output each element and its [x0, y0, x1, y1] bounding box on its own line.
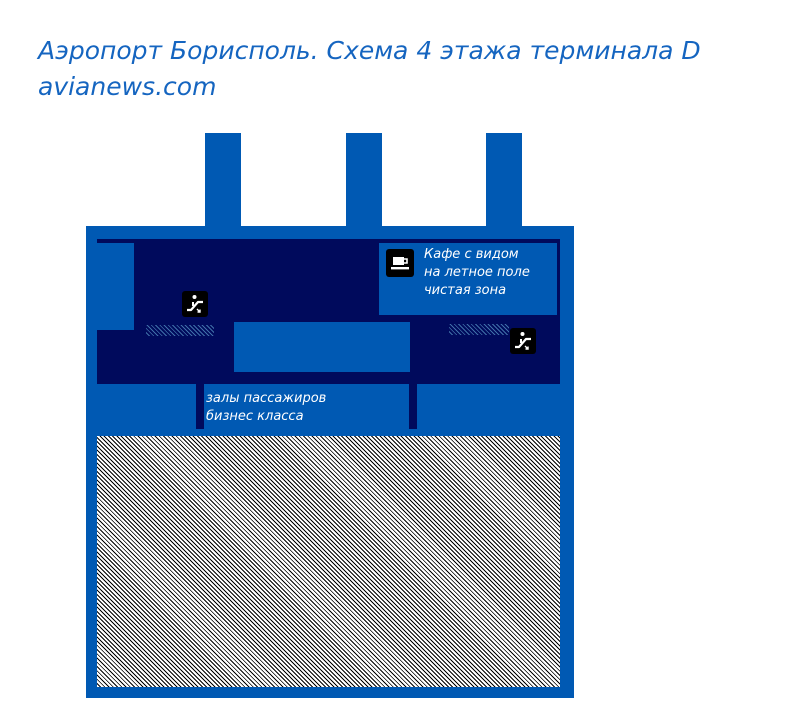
escalator-stripe-right [449, 324, 509, 335]
lounge-label-line-2: бизнес класса [206, 409, 304, 424]
restricted-zone [97, 436, 560, 687]
center-block [234, 322, 410, 372]
gate-center [346, 133, 382, 233]
map-title: Аэропорт Борисполь. Схема 4 этажа термин… [38, 36, 701, 65]
escalator-stripe-left [146, 325, 214, 336]
cafe-label-line-1: Кафе с видом [424, 247, 519, 262]
source-label: avianews.com [38, 72, 217, 101]
lounge-label-line-1: залы пассажиров [206, 391, 327, 406]
escalator-icon [182, 291, 208, 317]
lounge-wall-right [409, 384, 417, 429]
cafe-label-line-3: чистая зона [424, 283, 507, 298]
gate-left [205, 133, 241, 233]
lounge-wall-left [196, 384, 204, 429]
left-block [97, 243, 134, 330]
escalator-icon [510, 328, 536, 354]
gate-right [486, 133, 522, 233]
business-lounge-label: залы пассажиров бизнес класса [206, 390, 326, 426]
cafe-label-line-2: на летное поле [424, 265, 530, 280]
cafe-label: Кафе с видом на летное поле чистая зона [424, 246, 530, 300]
coffee-cup-icon [386, 249, 414, 277]
